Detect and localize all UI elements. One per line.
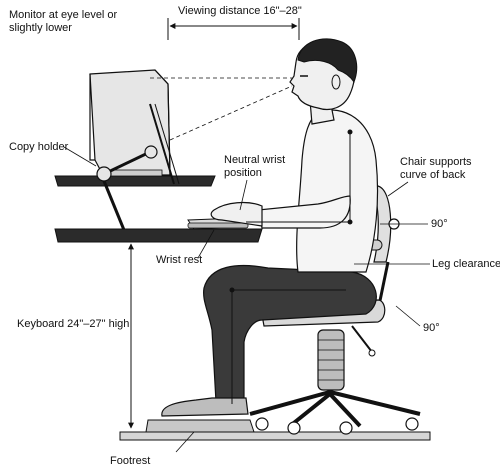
knee-angle-label: 90° — [423, 322, 440, 335]
viewing-distance-dimension — [168, 18, 299, 40]
sight-lines — [150, 78, 292, 140]
monitor-label: Monitor at eye level or slightly lower — [9, 9, 139, 35]
footrest-label: Footrest — [110, 455, 150, 468]
neutral-wrist-label: Neutral wrist position — [224, 154, 314, 180]
floor — [120, 432, 430, 440]
elbow-angle-label: 90° — [431, 218, 448, 231]
wrist-rest-label: Wrist rest — [156, 254, 202, 267]
viewing-distance-label: Viewing distance 16"–28" — [178, 5, 302, 18]
chair-supports-label: Chair supports curve of back — [400, 156, 496, 182]
leg-clearance-label: Leg clearance — [432, 258, 500, 271]
footrest — [146, 420, 254, 432]
keyboard-height-label: Keyboard 24"–27" high — [17, 318, 129, 331]
copy-holder-label: Copy holder — [9, 141, 68, 154]
keyboard-desk — [55, 229, 262, 242]
monitor-shelf — [55, 176, 215, 186]
